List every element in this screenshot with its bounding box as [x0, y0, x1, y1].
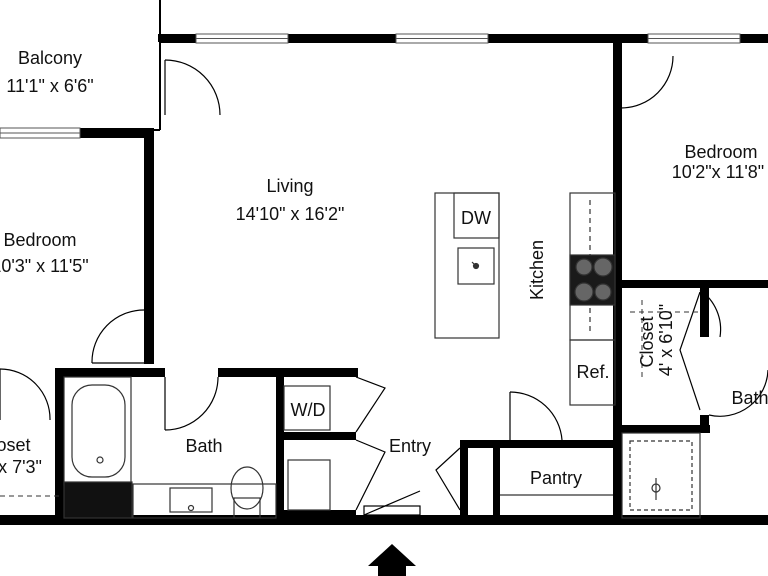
- balcony-label: Balcony: [18, 48, 82, 68]
- refrigerator-label: Ref.: [576, 362, 609, 382]
- laundry-closets: [283, 385, 331, 511]
- kitchen-island: [434, 192, 500, 339]
- closet-right-rod: [630, 300, 700, 380]
- living-label: Living: [266, 176, 313, 196]
- door-swings: [0, 55, 768, 516]
- bedroom-right-label: Bedroom: [684, 142, 757, 162]
- living-dims: 14'10" x 16'2": [236, 204, 345, 224]
- bath-left-label: Bath: [185, 436, 222, 456]
- closet-right-label: Closet: [637, 316, 657, 367]
- kitchen-counter: [569, 192, 616, 406]
- interior-walls: [55, 285, 710, 518]
- washer-dryer-label: W/D: [291, 400, 326, 420]
- top-windows: [0, 33, 741, 139]
- bedroom-right-dims: 10'2"x 11'8": [672, 162, 764, 182]
- pantry-label: Pantry: [530, 468, 582, 488]
- bath-left-fixtures: [63, 376, 277, 519]
- closet-left-label: Closet: [0, 435, 31, 455]
- bath-right-label: Bath: [731, 388, 768, 408]
- shower-right: [621, 432, 701, 519]
- entry-label: Entry: [389, 436, 431, 456]
- bedroom-left-label: Bedroom: [3, 230, 76, 250]
- dishwasher-label: DW: [461, 208, 491, 228]
- kitchen-label: Kitchen: [527, 240, 547, 300]
- entry-arrow-icon: [368, 544, 416, 576]
- balcony-dims: 11'1" x 6'6": [6, 76, 93, 96]
- closet-left-dims: x 7'3": [0, 457, 42, 477]
- closet-right-dims: 4' x 6'10": [656, 304, 676, 376]
- bedroom-left-dims: 10'3" x 11'5": [0, 256, 89, 276]
